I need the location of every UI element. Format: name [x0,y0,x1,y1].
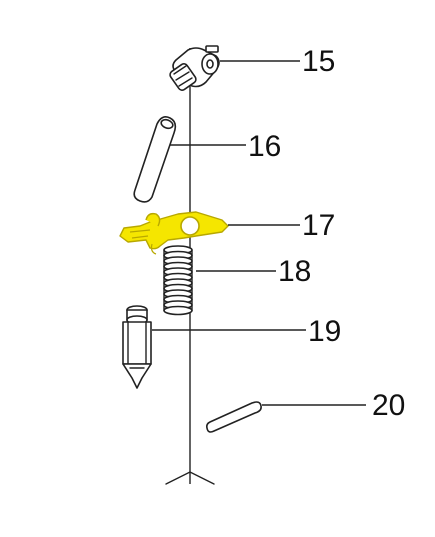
callout-17: 17 [302,209,335,242]
spring-coil [163,305,193,316]
part-16-pin[interactable] [133,116,177,203]
part-19-needle-valve[interactable] [122,305,152,389]
part-17-float-arm[interactable] [119,211,229,255]
callout-19: 19 [308,315,341,348]
callout-15: 15 [302,45,335,78]
callout-18: 18 [278,255,311,288]
callout-20: 20 [372,389,405,422]
part-15-fitting[interactable] [168,45,220,92]
part-18-spring[interactable] [163,245,193,316]
callout-16: 16 [248,130,281,163]
axis-base-mark [165,471,215,485]
part-20-clip[interactable] [206,401,262,433]
